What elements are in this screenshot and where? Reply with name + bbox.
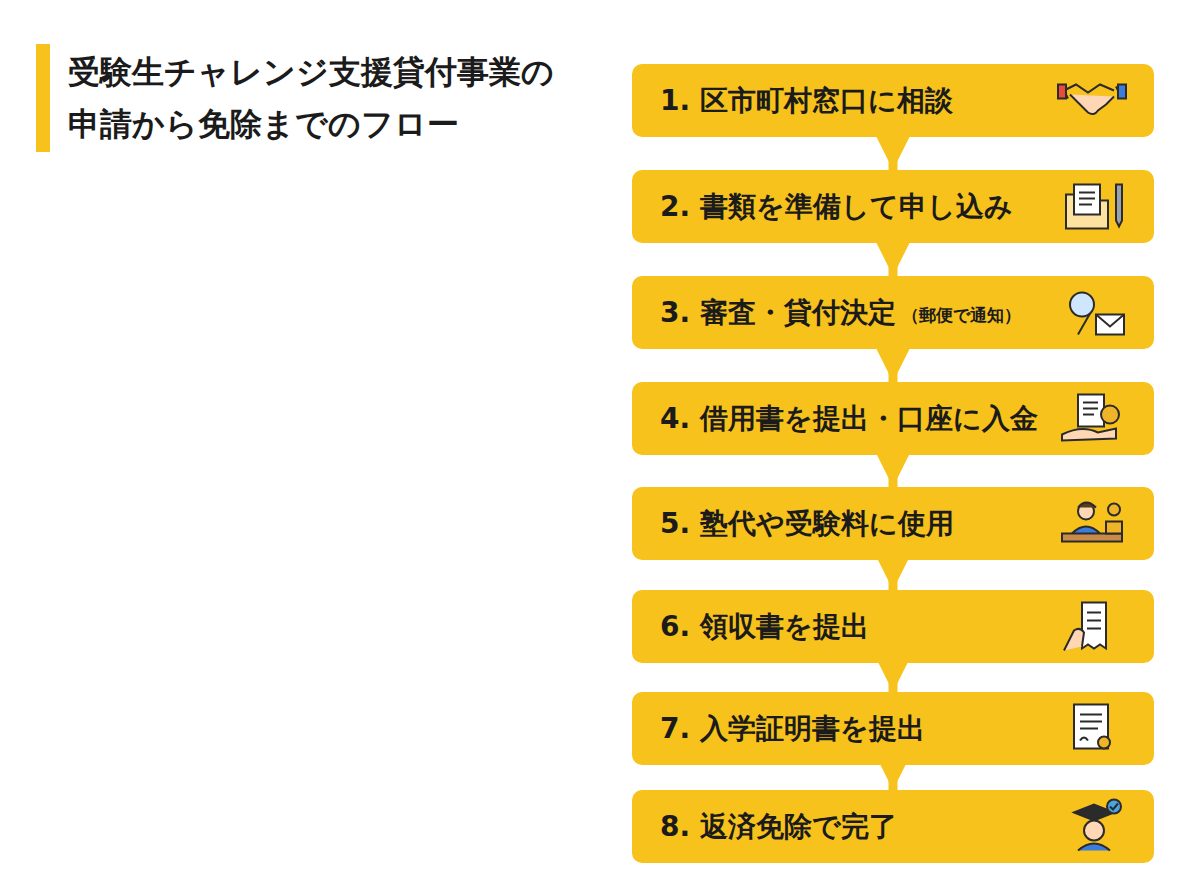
icon-stroke	[1108, 504, 1120, 516]
step-label: 5. 塾代や受験料に使用	[660, 505, 954, 543]
icon-stroke	[1116, 185, 1122, 227]
flow-arrow	[889, 765, 898, 790]
box-fill	[632, 382, 1154, 455]
icon-stroke	[1058, 85, 1066, 99]
text-row: 1. 区市町村窓口に相談	[632, 64, 1154, 137]
icon-stroke	[1078, 844, 1110, 851]
box-fill	[632, 590, 1154, 663]
text-row: 6. 領収書を提出	[632, 590, 1154, 663]
text-row: 5. 塾代や受験料に使用	[632, 487, 1154, 560]
text-row: 2. 書類を準備して申し込み	[632, 170, 1154, 243]
step-note: （郵便で通知）	[902, 298, 1021, 327]
title-bar	[36, 44, 50, 152]
process-box: 3. 審査・貸付決定（郵便で通知）	[632, 276, 1154, 349]
icon-stroke	[1101, 406, 1119, 424]
icon-stroke	[1070, 95, 1114, 115]
icon-stroke	[1064, 629, 1084, 651]
process-box: 6. 領収書を提出	[632, 590, 1154, 663]
icon-stroke	[1078, 395, 1104, 427]
icon-stroke	[1107, 800, 1121, 814]
process-box: 7. 入学証明書を提出	[632, 692, 1154, 765]
text-row: 8. 返済免除で完了	[632, 790, 1154, 863]
step-icon	[1066, 185, 1122, 229]
process-box: 2. 書類を準備して申し込み	[632, 170, 1154, 243]
step-label: 6. 領収書を提出	[660, 608, 869, 646]
text-row: 4. 借用書を提出・口座に入金	[632, 382, 1154, 455]
step-label: 2. 書類を準備して申し込み	[660, 188, 1013, 226]
icon-stroke	[1106, 522, 1122, 534]
icon-stroke	[1098, 737, 1110, 749]
icon-stroke	[1096, 315, 1124, 335]
icon-stroke	[1070, 293, 1094, 317]
flow-arrow	[889, 560, 898, 590]
icon-stroke	[1078, 314, 1090, 335]
step-icon	[1064, 603, 1106, 651]
icon-stroke	[1074, 185, 1100, 215]
step-icon	[1074, 800, 1121, 851]
flow-arrow	[889, 137, 898, 170]
icon-stroke	[1072, 527, 1100, 534]
step-icon	[1074, 705, 1110, 749]
box-fill	[632, 276, 1154, 349]
box-fill	[632, 487, 1154, 560]
box-fill	[632, 64, 1154, 137]
icon-stroke	[1087, 613, 1101, 629]
process-box: 8. 返済免除で完了	[632, 790, 1154, 863]
flow-arrow	[889, 455, 898, 487]
icon-stroke	[1083, 403, 1098, 415]
text-row: 7. 入学証明書を提出	[632, 692, 1154, 765]
icon-stroke	[1062, 534, 1122, 542]
flow-arrow	[889, 243, 898, 276]
process-box: 4. 借用書を提出・口座に入金	[632, 382, 1154, 455]
flow-arrow	[889, 349, 898, 382]
step-icon	[1062, 395, 1119, 441]
box-fill	[632, 692, 1154, 765]
icon-stroke	[1078, 503, 1096, 508]
icon-stroke	[1118, 85, 1126, 99]
step-label: 1. 区市町村窓口に相談	[660, 82, 953, 120]
process-box: 5. 塾代や受験料に使用	[632, 487, 1154, 560]
text-row: 3. 審査・貸付決定（郵便で通知）	[632, 276, 1154, 349]
icon-stroke	[1082, 603, 1106, 649]
process-box: 1. 区市町村窓口に相談	[632, 64, 1154, 137]
step-label: 3. 審査・貸付決定	[660, 294, 896, 332]
icon-stroke	[1096, 315, 1124, 327]
icon-stroke	[1064, 85, 1114, 93]
icon-stroke	[1084, 821, 1104, 841]
icon-stroke	[1080, 715, 1102, 741]
box-fill	[632, 790, 1154, 863]
step-label: 7. 入学証明書を提出	[660, 710, 925, 748]
icon-stroke	[1079, 193, 1095, 205]
icon-stroke	[1062, 429, 1116, 441]
step-icon	[1070, 293, 1124, 335]
step-icon	[1062, 503, 1122, 542]
step-label: 4. 借用書を提出・口座に入金	[660, 400, 1038, 438]
icon-stroke	[1110, 804, 1118, 810]
box-fill	[632, 170, 1154, 243]
step-icon	[1058, 85, 1126, 115]
diagram-title: 受験生チャレンジ支援貸付事業の 申請から免除までのフロー	[68, 46, 628, 150]
step-label: 8. 返済免除で完了	[660, 808, 897, 846]
icon-stroke	[1062, 87, 1122, 99]
flow-arrow	[889, 663, 898, 692]
